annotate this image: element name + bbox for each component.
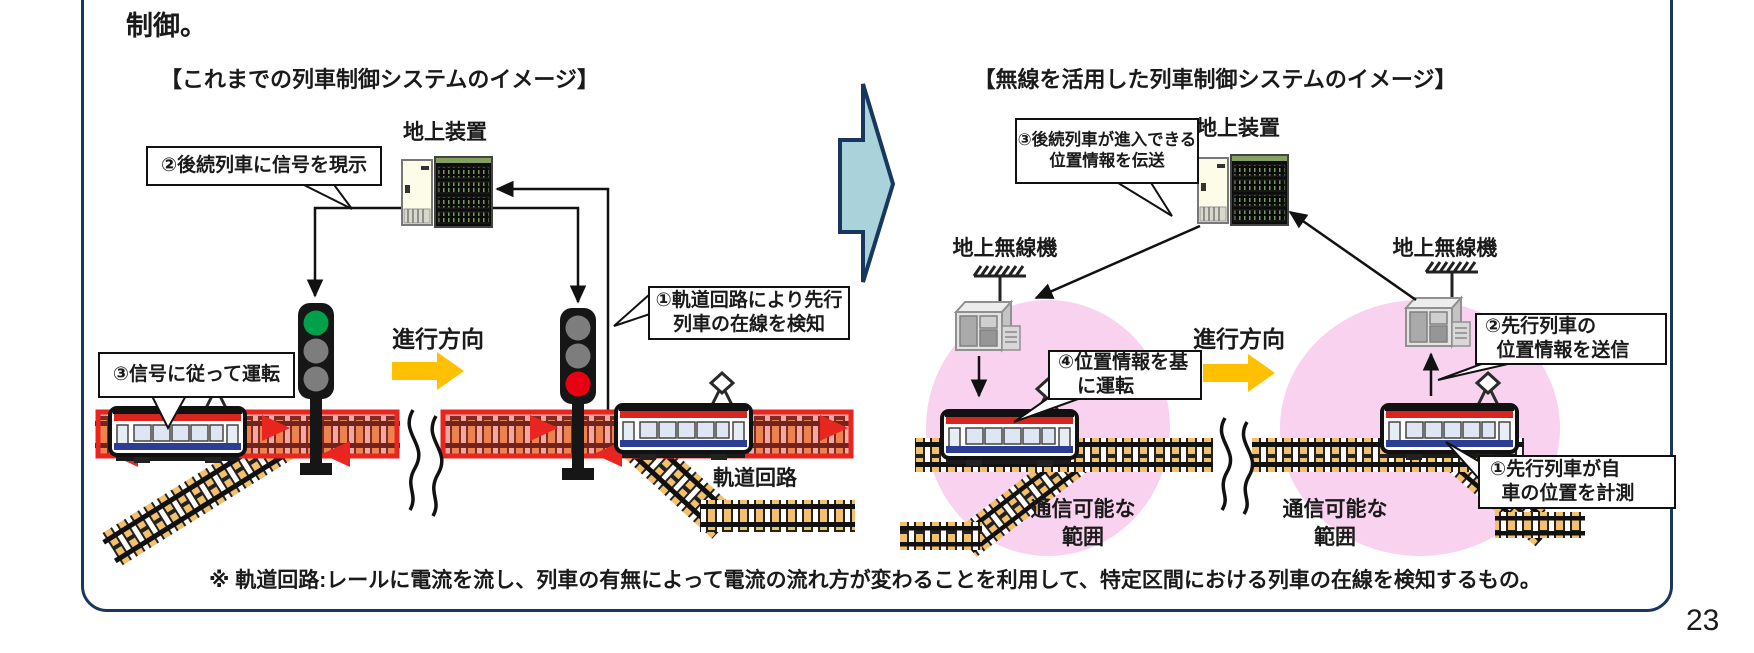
callout-text: ②後続列車に信号を現示 xyxy=(160,155,368,177)
comm-range-line: 通信可能な xyxy=(1030,498,1136,521)
branch-track-tail xyxy=(1495,512,1585,538)
page-number: 23 xyxy=(1686,604,1720,637)
callout-send-position: ②先行列車の 位置情報を送信 xyxy=(1475,313,1667,365)
callout-text: 列車の在線を検知 xyxy=(672,314,825,335)
callout-signal-display: ②後続列車に信号を現示 xyxy=(146,146,382,186)
comm-range-line: 範囲 xyxy=(1314,526,1356,550)
comm-range-line: 範囲 xyxy=(1062,526,1104,550)
callout-track-circuit-detect: ①軌道回路により先行 列車の在線を検知 xyxy=(648,286,850,340)
left-diagram-title: 【これまでの列車制御システムのイメージ】 xyxy=(160,67,599,92)
callout-drive-by-position: ④位置情報を基 に運転 xyxy=(1048,350,1202,400)
callout-text: 車の位置を計測 xyxy=(1501,483,1635,504)
callout-text: 位置情報を送信 xyxy=(1496,340,1630,361)
page-heading-fragment: 制御。 xyxy=(126,11,207,41)
slide-panel-border xyxy=(81,0,1673,612)
callout-text: ③信号に従って運転 xyxy=(112,364,281,386)
callout-drive-by-signal: ③信号に従って運転 xyxy=(98,352,295,398)
signal-wires xyxy=(306,180,610,414)
ground-radio-icon xyxy=(1405,260,1480,347)
callout-text: に運転 xyxy=(1077,376,1135,397)
callout-text: ①軌道回路により先行 xyxy=(655,290,843,312)
comm-range-line: 通信可能な xyxy=(1282,498,1388,521)
direction-label: 進行方向 xyxy=(392,326,484,352)
direction-label: 進行方向 xyxy=(1193,326,1285,352)
ground-radio-label: 地上無線機 xyxy=(1392,237,1498,260)
comm-range-label: 通信可能な 範囲 xyxy=(1023,496,1143,553)
branch-track-tail xyxy=(900,522,982,550)
callout-text: ④位置情報を基 xyxy=(1058,352,1189,374)
ground-device-label: 地上装置 xyxy=(403,121,487,144)
ground-radio-icon xyxy=(955,264,1028,351)
right-diagram-title: 【無線を活用した列車制御システムのイメージ】 xyxy=(973,67,1457,92)
callout-text: ③後続列車が進入できる xyxy=(1017,131,1197,150)
ground-radio-label: 地上無線機 xyxy=(952,237,1058,260)
callout-transmit-position: ③後続列車が進入できる 位置情報を伝送 xyxy=(1015,118,1199,184)
ground-device-label: 地上装置 xyxy=(1196,117,1280,140)
transition-arrow xyxy=(838,83,896,283)
callout-text: 位置情報を伝送 xyxy=(1049,152,1165,170)
signal-icon-red xyxy=(560,308,596,480)
callout-text: ①先行列車が自 xyxy=(1490,459,1621,481)
branch-track-tail xyxy=(700,500,855,532)
callout-measure-position: ①先行列車が自 車の位置を計測 xyxy=(1478,455,1676,509)
comm-range-label: 通信可能な 範囲 xyxy=(1275,496,1395,553)
track-break xyxy=(407,409,1255,517)
track-circuit-footnote: ※ 軌道回路:レールに電流を流し、列車の有無によって電流の流れ方が変わることを利… xyxy=(209,569,1541,592)
track-circuit-label: 軌道回路 xyxy=(713,467,797,490)
callout-text: ②先行列車の xyxy=(1485,316,1597,338)
direction-arrow-icon xyxy=(1203,354,1275,392)
data-flow-arrows xyxy=(970,210,1440,398)
direction-arrow-icon xyxy=(392,352,464,390)
signal-icon-green xyxy=(298,303,334,475)
